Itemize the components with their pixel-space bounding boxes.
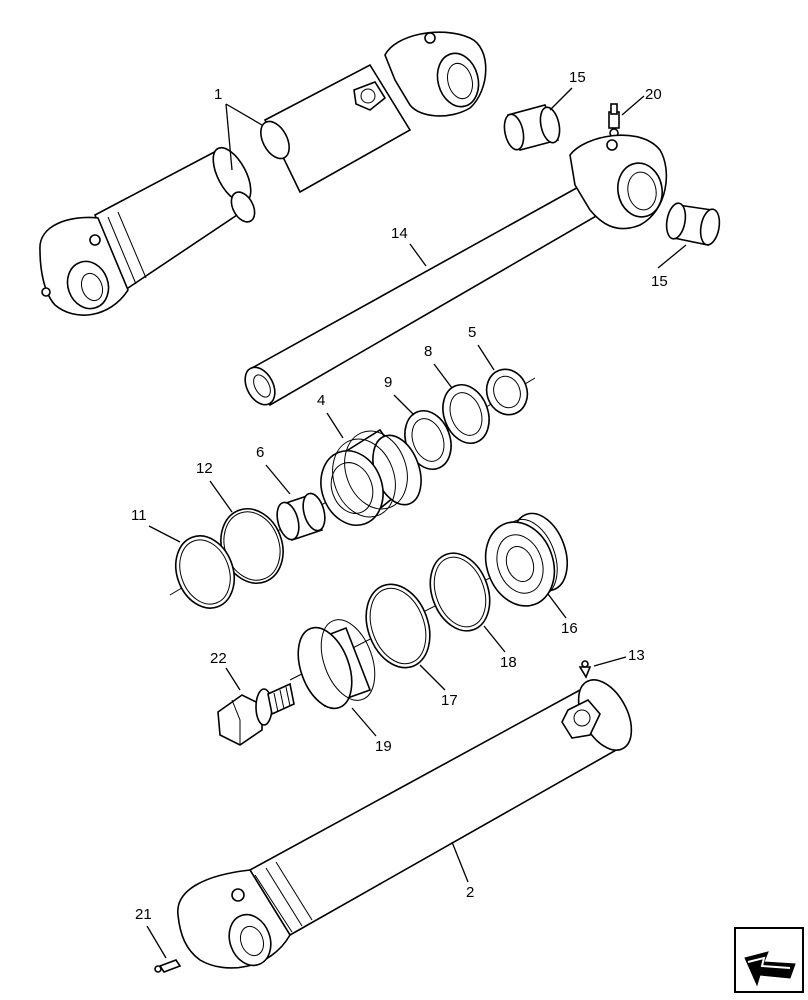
callout-5: 5 bbox=[468, 324, 476, 341]
leader-15-top bbox=[549, 87, 573, 111]
grease-fitting-21 bbox=[154, 959, 182, 973]
callout-15-top: 15 bbox=[569, 69, 586, 86]
callout-18: 18 bbox=[500, 654, 517, 671]
bushing-right bbox=[665, 202, 721, 246]
callout-12: 12 bbox=[196, 460, 213, 477]
callout-16: 16 bbox=[561, 620, 578, 637]
callout-6: 6 bbox=[256, 444, 264, 461]
leader-1 bbox=[225, 103, 263, 171]
leader-16 bbox=[547, 593, 567, 619]
bushing-6 bbox=[276, 492, 326, 542]
callout-22: 22 bbox=[210, 650, 227, 667]
bolt-22 bbox=[217, 682, 295, 746]
callout-21: 21 bbox=[135, 906, 152, 923]
callout-1: 1 bbox=[214, 86, 222, 103]
leader-4 bbox=[326, 412, 344, 439]
leader-5 bbox=[477, 344, 495, 371]
callout-4: 4 bbox=[317, 392, 325, 409]
leader-11 bbox=[148, 525, 181, 543]
leader-6 bbox=[265, 464, 291, 495]
leader-9 bbox=[393, 394, 415, 416]
bushing-top bbox=[503, 104, 561, 151]
callout-9: 9 bbox=[384, 374, 392, 391]
plug-13 bbox=[578, 660, 592, 679]
leader-8 bbox=[433, 363, 453, 389]
callout-20: 20 bbox=[645, 86, 662, 103]
piston-rod-14 bbox=[244, 134, 668, 407]
leader-19 bbox=[351, 707, 377, 737]
leader-12 bbox=[209, 480, 233, 513]
callout-15-bottom: 15 bbox=[651, 273, 668, 290]
callout-2: 2 bbox=[466, 884, 474, 901]
seal-18 bbox=[429, 552, 491, 632]
leader-17 bbox=[419, 664, 446, 691]
callout-14: 14 bbox=[391, 225, 408, 242]
piston-16 bbox=[484, 512, 568, 607]
callout-19: 19 bbox=[375, 738, 392, 755]
ring-5 bbox=[485, 368, 529, 416]
grease-fitting-20 bbox=[608, 103, 620, 138]
leader-21 bbox=[146, 925, 167, 959]
callout-13: 13 bbox=[628, 647, 645, 664]
leader-15-bottom bbox=[657, 244, 687, 269]
seal-8 bbox=[442, 384, 490, 444]
leader-13 bbox=[593, 656, 627, 667]
barrel-2 bbox=[177, 679, 633, 969]
backup-ring-11 bbox=[175, 535, 235, 609]
leader-20 bbox=[621, 95, 645, 116]
cylinder-assembly bbox=[39, 31, 487, 316]
leader-14 bbox=[409, 243, 427, 267]
callout-8: 8 bbox=[424, 343, 432, 360]
callout-11: 11 bbox=[131, 507, 147, 524]
callout-17: 17 bbox=[441, 692, 458, 709]
leader-22 bbox=[225, 667, 241, 691]
gland-4 bbox=[320, 428, 422, 526]
leader-18 bbox=[483, 625, 506, 653]
ring-19 bbox=[297, 619, 376, 710]
leader-2 bbox=[451, 841, 469, 883]
wear-ring-17 bbox=[365, 583, 431, 669]
next-page-arrow-icon[interactable] bbox=[734, 927, 804, 993]
